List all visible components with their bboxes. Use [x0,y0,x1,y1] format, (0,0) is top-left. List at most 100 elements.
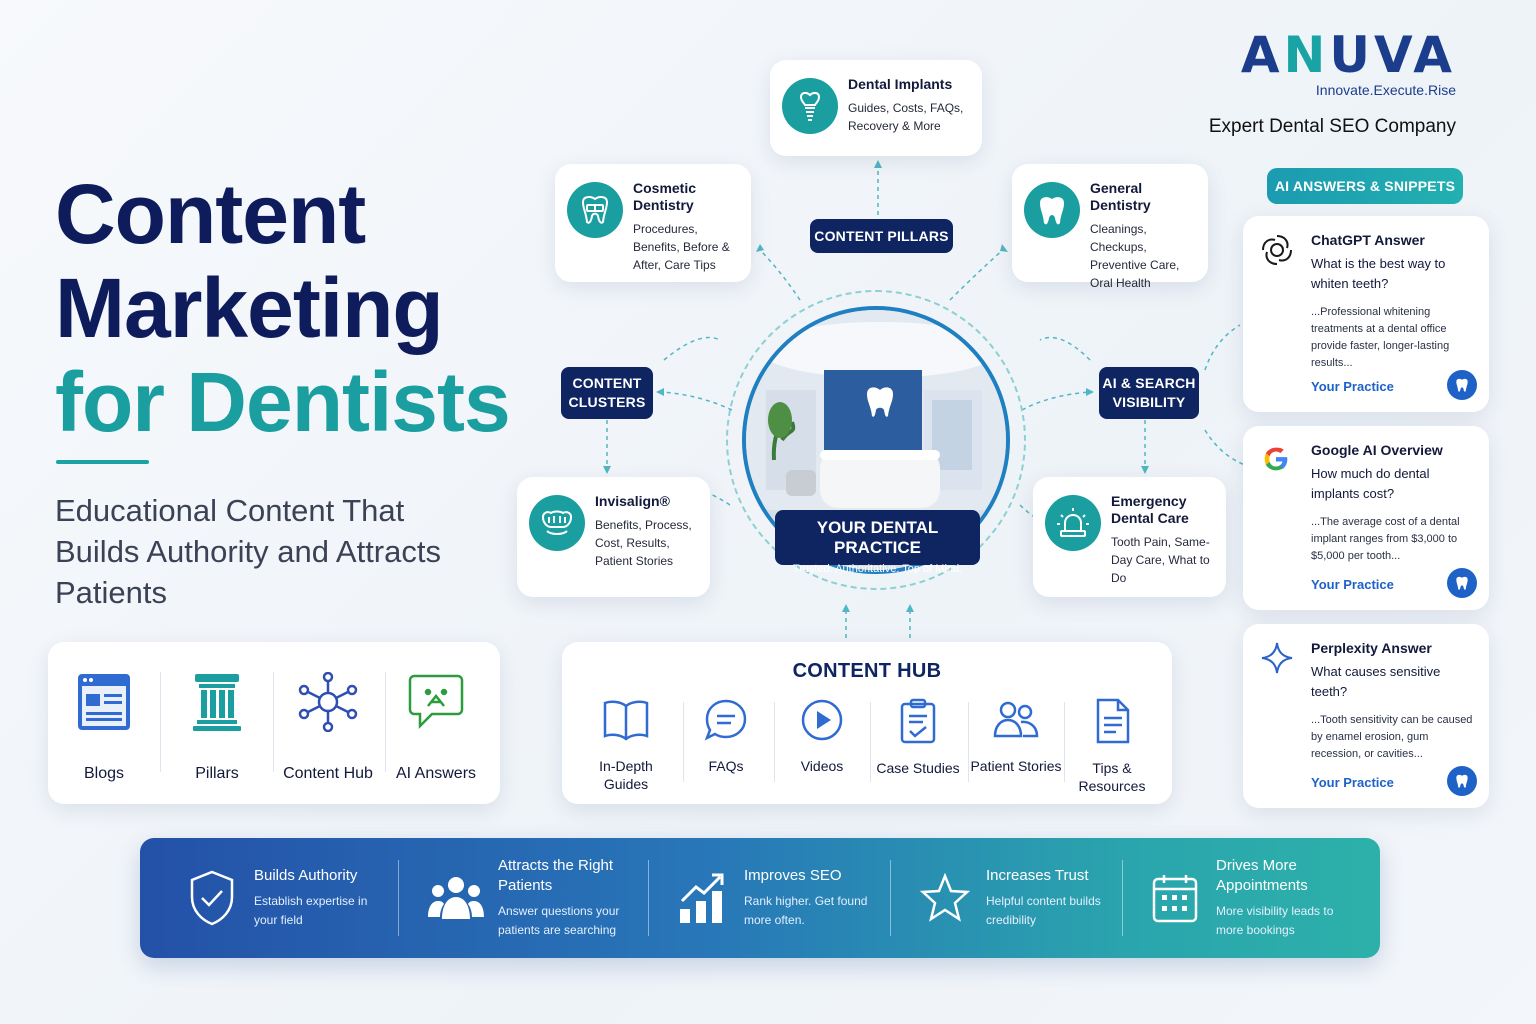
pillar-column-icon [193,674,241,731]
category-pillars[interactable]: Pillars [163,672,271,783]
ai-question: How much do dental implants cost? [1311,466,1430,501]
practice-label: YOUR DENTAL PRACTICE Trusted. Authoritat… [775,510,980,575]
benefits-banner: Builds Authority Establish expertise in … [140,838,1380,958]
ai-answers-snippets-pill: AI ANSWERS & SNIPPETS [1267,168,1463,204]
faq-chat-icon [704,699,747,741]
ai-question: What causes sensitive teeth? [1311,664,1441,699]
benefit-title: Improves SEO [744,867,842,884]
ai-source-title: Google AI Overview [1311,442,1443,458]
topic-title: Invisalign® [595,493,670,509]
benefit-attracts-patients: Attracts the Right Patients Answer quest… [428,838,628,958]
benefit-title: Increases Trust [986,867,1089,884]
title-divider [56,460,149,464]
page-title-line-2: Marketing [55,261,444,355]
hub-item-label: Case Studies [876,760,960,776]
benefit-description: Establish expertise in your field [254,894,368,927]
braces-tooth-icon [567,182,623,238]
your-practice-link[interactable]: Your Practice [1311,379,1394,394]
benefit-title: Builds Authority [254,867,358,884]
category-ai-answers[interactable]: AI Answers [382,672,490,783]
hub-item-label: In-Depth Guides [599,758,653,792]
topic-card-cosmetic-dentistry[interactable]: Cosmetic Dentistry Procedures, Benefits,… [555,164,751,282]
ai-source-title: ChatGPT Answer [1311,232,1425,248]
ai-answer-card-chatgpt[interactable]: ChatGPT Answer What is the best way to w… [1243,216,1489,412]
ai-answer-text: ...The average cost of a dental implant … [1311,516,1460,562]
category-label: Blogs [83,765,125,782]
practice-tooth-icon [1447,568,1477,598]
ai-answer-text: ...Tooth sensitivity can be caused by en… [1311,714,1473,760]
brand-wordmark: ANUVA [1240,26,1456,84]
practice-tooth-icon [1447,370,1477,400]
brand-logo[interactable]: ANUVA Innovate.Execute.Rise Expert Denta… [1209,30,1456,138]
clipboard-check-icon [900,698,936,744]
practice-title: YOUR DENTAL PRACTICE [816,518,939,557]
page-subtitle: Educational Content That Builds Authorit… [55,493,441,610]
topic-card-emergency-dental-care[interactable]: Emergency Dental Care Tooth Pain, Same-D… [1033,477,1226,597]
network-hub-icon [298,671,358,733]
ai-answer-card-perplexity[interactable]: Perplexity Answer What causes sensitive … [1243,624,1489,808]
ai-answer-card-google[interactable]: Google AI Overview How much do dental im… [1243,426,1489,610]
content-hub-title: CONTENT HUB [792,660,942,682]
play-video-icon [801,699,843,741]
hub-item-guides[interactable]: In-Depth Guides [578,698,674,793]
shield-check-icon [190,870,234,926]
benefit-title: Drives More Appointments [1216,857,1308,894]
practice-tagline: Trusted. Authoritative. Top of Mind. [792,563,963,575]
topic-card-dental-implants[interactable]: Dental Implants Guides, Costs, FAQs, Rec… [770,60,982,156]
category-content-hub[interactable]: Content Hub [274,671,382,783]
page-title-line-3: for Dentists [55,355,511,449]
category-label: Pillars [195,765,239,782]
patients-group-icon [428,877,484,919]
calendar-icon [1152,875,1198,923]
google-icon [1264,447,1288,471]
topic-card-general-dentistry[interactable]: General Dentistry Cleanings, Checkups, P… [1012,164,1208,290]
open-book-icon [603,700,649,741]
topic-card-invisalign[interactable]: Invisalign® Benefits, Process, Cost, Res… [517,477,710,597]
blog-browser-icon [78,674,130,730]
hub-item-tips-resources[interactable]: Tips & Resources [1064,698,1160,795]
ai-source-title: Perplexity Answer [1311,640,1432,656]
category-label: AI Answers [395,765,477,782]
hub-item-faqs[interactable]: FAQs [678,698,774,775]
topic-title: Cosmetic Dentistry [633,180,697,213]
benefit-improves-seo: Improves SEO Rank higher. Get found more… [678,838,874,958]
benefit-increases-trust: Increases Trust Helpful content builds c… [920,838,1111,958]
topic-description: Guides, Costs, FAQs, Recovery & More [848,101,964,133]
content-hub-card: CONTENT HUB In-Depth Guides FAQs Videos … [562,642,1172,804]
hub-item-case-studies[interactable]: Case Studies [870,698,966,777]
category-label: Content Hub [283,765,373,782]
hub-item-videos[interactable]: Videos [774,698,870,775]
benefit-description: More visibility leads to more bookings [1216,904,1334,937]
topic-description: Procedures, Benefits, Before & After, Ca… [633,222,730,272]
chatgpt-icon [1262,235,1292,265]
ai-answer-text: ...Professional whitening treatments at … [1311,306,1450,369]
ai-chat-icon [408,674,464,730]
benefit-description: Helpful content builds credibility [986,894,1101,927]
your-practice-link[interactable]: Your Practice [1311,577,1394,592]
category-blogs[interactable]: Blogs [50,672,158,783]
benefit-description: Answer questions your patients are searc… [498,904,620,937]
hub-item-label: Patient Stories [970,758,1062,774]
people-icon [993,701,1039,738]
tooth-icon [1024,182,1080,238]
topic-title: General Dentistry [1090,180,1151,213]
page-title-line-1: Content [55,167,366,261]
practice-orbit-ring [726,290,1026,590]
your-practice-link[interactable]: Your Practice [1311,775,1394,790]
perplexity-sparkle-icon [1261,642,1293,674]
benefit-description: Rank higher. Get found more often. [744,894,868,927]
hub-item-patient-stories[interactable]: Patient Stories [968,698,1064,775]
benefit-drives-appointments: Drives More Appointments More visibility… [1152,838,1346,958]
brand-tagline: Innovate.Execute.Rise [1315,82,1456,98]
star-icon [920,873,970,922]
topic-description: Benefits, Process, Cost, Results, Patien… [595,518,692,568]
dental-implant-icon [782,78,838,134]
benefit-builds-authority: Builds Authority Establish expertise in … [188,838,374,958]
practice-tooth-icon [1447,766,1477,796]
topic-title: Dental Implants [848,76,953,92]
topic-title: Emergency Dental Care [1111,493,1189,526]
topic-description: Tooth Pain, Same-Day Care, What to Do [1111,535,1210,585]
